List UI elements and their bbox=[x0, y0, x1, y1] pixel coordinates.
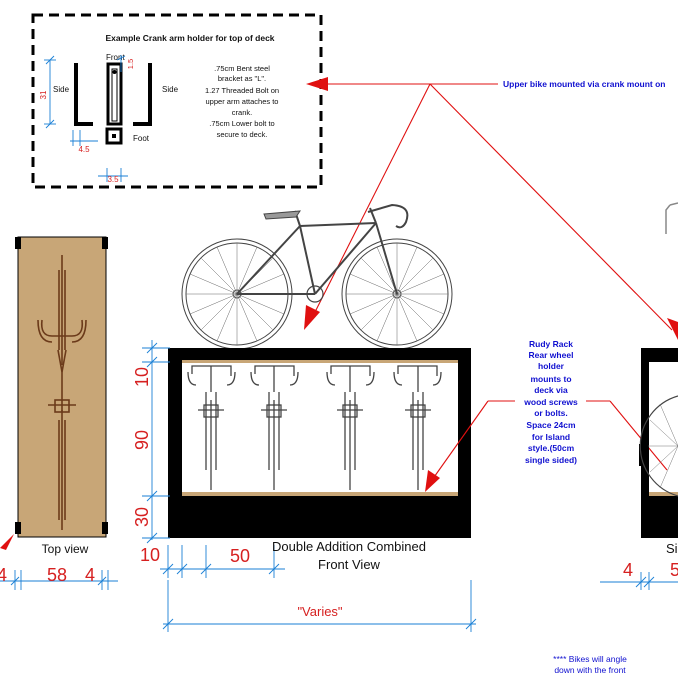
inset-side-right-label: Side bbox=[162, 85, 179, 94]
deck-right-post bbox=[458, 348, 471, 538]
inset-front-plate bbox=[106, 62, 123, 126]
upper-bike-note: Upper bike mounted via crank mount on bbox=[503, 79, 665, 89]
front-dim-30: 30 bbox=[132, 507, 152, 527]
bikes-angle-line: **** Bikes will angle bbox=[553, 654, 627, 664]
arrow-to-side-view bbox=[667, 318, 678, 340]
rudy-rack-line: Rear wheel bbox=[529, 350, 574, 360]
rudy-rack-line: for Island bbox=[532, 432, 570, 442]
rudy-rack-line: deck via bbox=[534, 385, 568, 395]
rudy-rack-line: single sided) bbox=[525, 455, 577, 465]
leader-arrow-top-view bbox=[0, 534, 14, 550]
inset-left-bracket bbox=[74, 63, 93, 126]
front-view-vertical-dims: 10 90 30 bbox=[132, 340, 170, 544]
inset-note-line: secure to deck. bbox=[217, 130, 268, 139]
rudy-rack-line: holder bbox=[538, 361, 565, 371]
hanging-bike bbox=[250, 365, 299, 490]
inset-foot-plate bbox=[105, 127, 123, 145]
side-view-top-beam bbox=[641, 348, 678, 362]
inset-notes: .75cm Bent steel bracket as "L". 1.27 Th… bbox=[205, 64, 279, 139]
inset-note-line: .75cm Lower bolt to bbox=[209, 119, 274, 128]
side-view-wood-floor bbox=[649, 492, 678, 496]
top-view-corner bbox=[102, 237, 108, 249]
deck-top-beam bbox=[168, 348, 470, 362]
inset-right-bracket bbox=[133, 63, 152, 126]
deck-wood-floor bbox=[182, 492, 458, 496]
rudy-rack-line: style.(50cm bbox=[528, 443, 575, 453]
hanging-bike bbox=[326, 365, 375, 490]
side-view: Si 4 5 bbox=[600, 202, 678, 590]
inset-note-line: .75cm Bent steel bbox=[214, 64, 270, 73]
inset-title: Example Crank arm holder for top of deck bbox=[105, 33, 274, 43]
side-view-dim-right: 5 bbox=[670, 560, 678, 580]
top-view-dim-right: 4 bbox=[85, 565, 95, 585]
inset-dim-3-5: 3.5 bbox=[107, 175, 119, 184]
arrow-to-inset bbox=[306, 77, 328, 91]
inset-foot-bolt bbox=[112, 134, 116, 138]
top-view-corner bbox=[15, 237, 21, 249]
rudy-rack-line: or bolts. bbox=[534, 408, 568, 418]
arrow-to-rear-wheel-holder bbox=[425, 470, 440, 492]
rudy-rack-note: Rudy Rack Rear wheel holder mounts to de… bbox=[523, 339, 578, 465]
front-view-horizontal-dims: 10 50 "Varies" bbox=[140, 545, 477, 632]
side-view-dim-left: 4 bbox=[623, 560, 633, 580]
side-view-base bbox=[649, 496, 678, 538]
inset-side-left-label: Side bbox=[53, 85, 70, 94]
rudy-rack-line: Rudy Rack bbox=[529, 339, 573, 349]
hanging-bike bbox=[187, 365, 236, 490]
side-view-label: Si bbox=[666, 541, 678, 556]
crank-holder-inset: Example Crank arm holder for top of deck… bbox=[31, 13, 323, 189]
inset-note-line: upper arm attaches to bbox=[206, 97, 279, 106]
front-view: Rudy Rack Rear wheel holder mounts to de… bbox=[132, 203, 668, 632]
inset-foot-label: Foot bbox=[133, 134, 150, 143]
top-view-corner bbox=[15, 522, 21, 534]
side-view-wheel bbox=[639, 395, 678, 497]
inset-note-line: crank. bbox=[232, 108, 252, 117]
inset-front-plate-inner bbox=[111, 68, 118, 122]
top-view-dim-left: 4 bbox=[0, 565, 7, 585]
arrow-to-upper-bike bbox=[304, 305, 320, 330]
top-view-corner bbox=[102, 522, 108, 534]
inset-note-line: 1.27 Threaded Bolt on bbox=[205, 86, 279, 95]
upper-bike bbox=[181, 203, 453, 350]
inset-front-label: Front bbox=[106, 53, 125, 62]
inset-note-line: bracket as "L". bbox=[218, 74, 266, 83]
rudy-rack-line: Space 24cm bbox=[526, 420, 576, 430]
top-view-bike bbox=[37, 255, 87, 530]
front-dim-90: 90 bbox=[132, 430, 152, 450]
top-view-dim-width: 58 bbox=[47, 565, 67, 585]
upper-bike-annotation: Upper bike mounted via crank mount on bbox=[304, 77, 678, 340]
hanging-bike bbox=[393, 365, 442, 490]
front-dim-10: 10 bbox=[132, 367, 152, 387]
rudy-rack-line: mounts to bbox=[530, 374, 571, 384]
front-dim-bottom-left: 10 bbox=[140, 545, 160, 565]
top-view-label: Top view bbox=[42, 542, 89, 556]
deck-base bbox=[182, 496, 458, 538]
deck-wood-top bbox=[182, 360, 458, 363]
top-view: Top view 4 58 4 bbox=[0, 236, 118, 590]
inset-upper-bolt bbox=[112, 70, 117, 74]
bikes-angle-note: **** Bikes will angle down with the fron… bbox=[553, 654, 627, 675]
side-view-post bbox=[641, 348, 649, 538]
bikes-angle-line: down with the front bbox=[554, 665, 626, 675]
front-dim-bay: 50 bbox=[230, 546, 250, 566]
inset-dim-1-5: 1.5 bbox=[126, 59, 135, 69]
deck-left-post bbox=[168, 348, 182, 538]
inset-frame bbox=[31, 13, 323, 189]
inset-dim-31: 31 bbox=[39, 90, 48, 99]
front-view-label-line2: Front View bbox=[318, 557, 381, 572]
side-view-upper-bike bbox=[665, 202, 678, 234]
rudy-rack-line: wood screws bbox=[523, 397, 578, 407]
front-dim-varies: "Varies" bbox=[297, 604, 342, 619]
front-view-label-line1: Double Addition Combined bbox=[272, 539, 426, 554]
inset-dim-4-5: 4.5 bbox=[78, 145, 90, 154]
